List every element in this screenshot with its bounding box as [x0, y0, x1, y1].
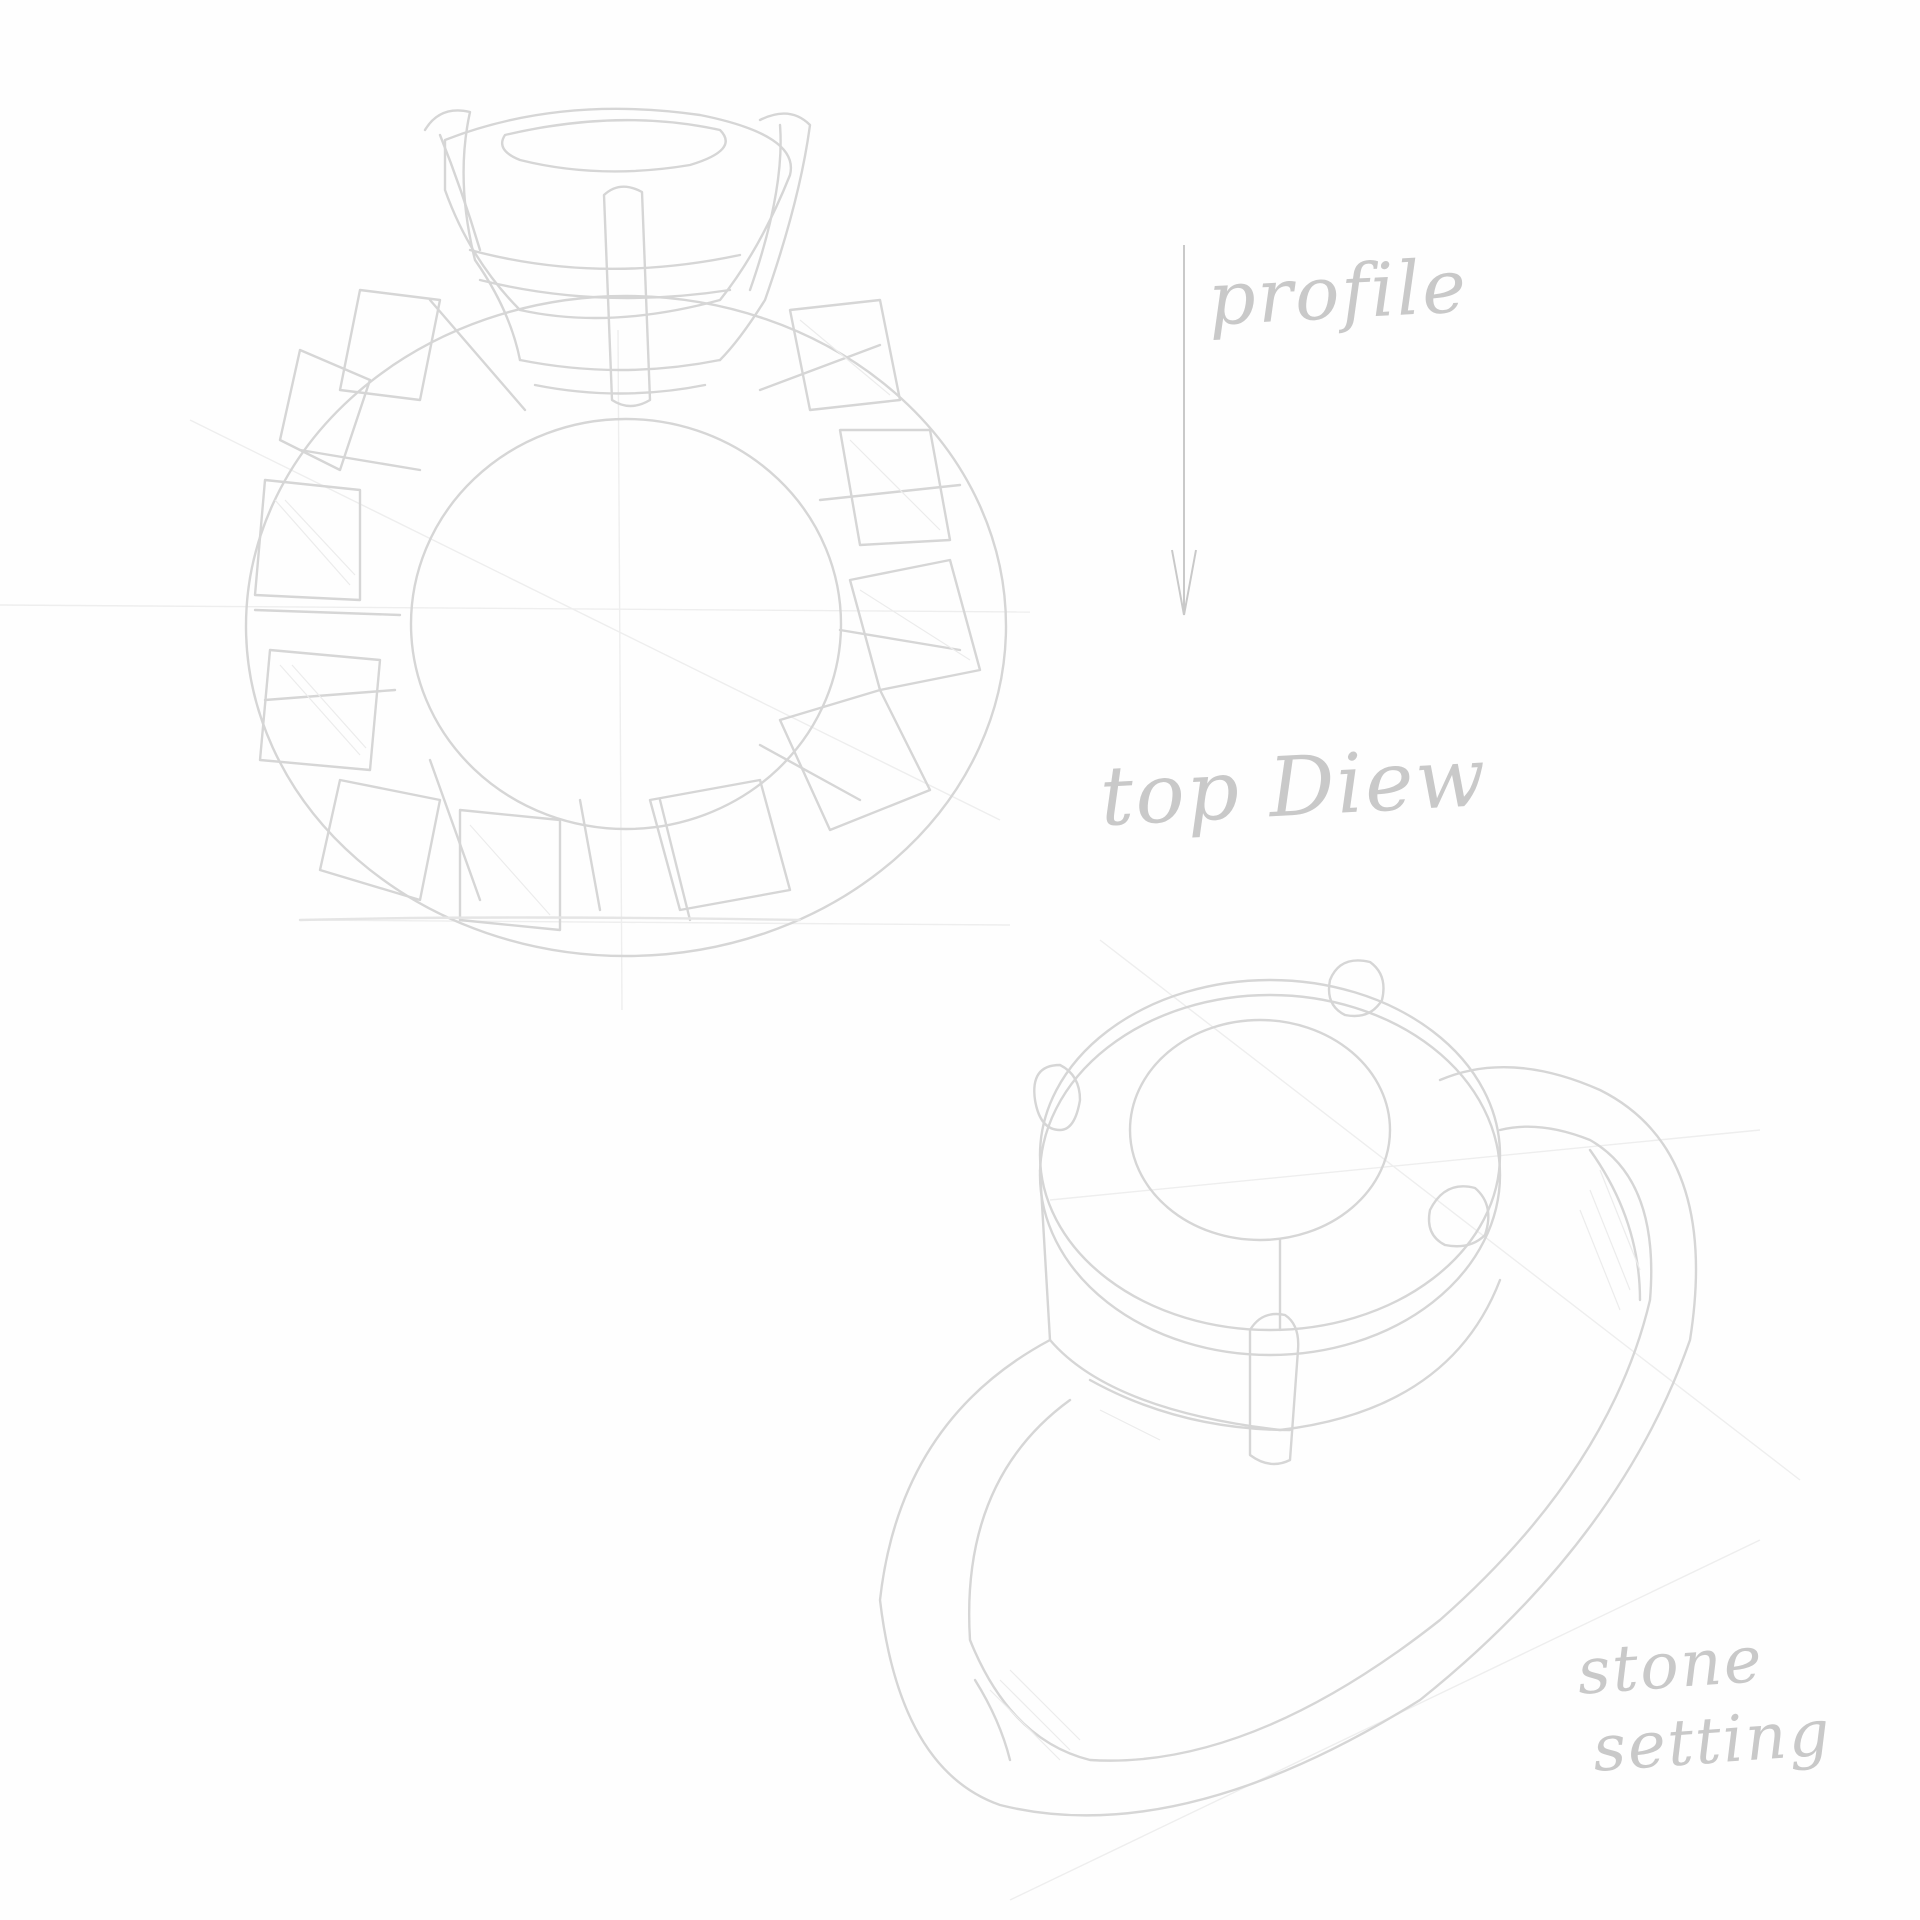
profile-shading — [274, 319, 971, 916]
perspective-ring-drawing — [878, 959, 1698, 1817]
perspective-shading — [989, 1169, 1641, 1761]
construction-lines — [0, 329, 1801, 1901]
arrow-down — [1171, 245, 1197, 616]
stone-setting-label: stone setting — [1575, 1617, 1834, 1790]
top-view-label: top Diew — [1097, 729, 1490, 846]
profile-label: profile — [1205, 243, 1470, 343]
profile-ring-drawing — [244, 107, 1008, 958]
